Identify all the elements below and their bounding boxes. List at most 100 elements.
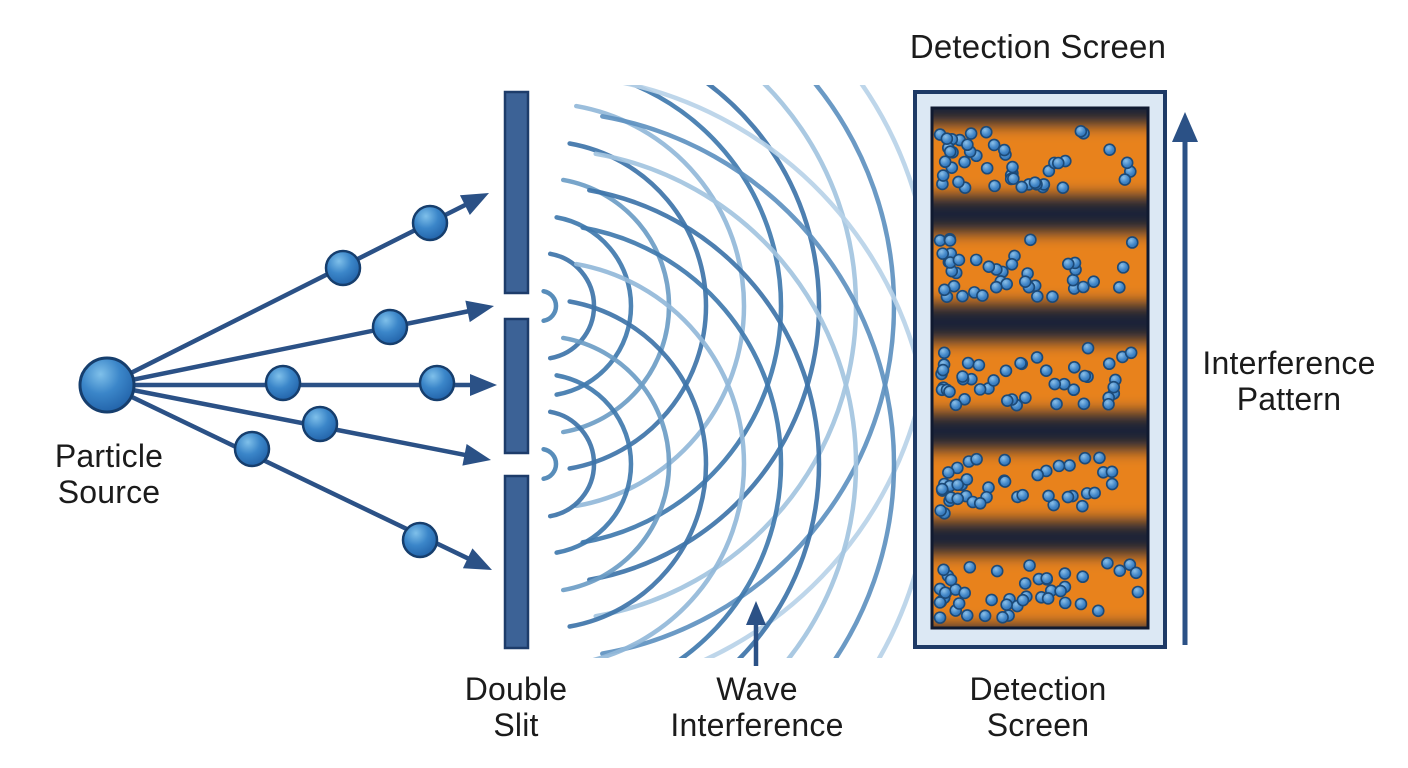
particle-impact-dot xyxy=(956,289,969,303)
particle-impact-dot xyxy=(938,283,951,297)
particle-ray-arrowhead xyxy=(470,374,497,396)
particle-impact-dot xyxy=(960,609,974,622)
particle-impact-dot xyxy=(1061,257,1075,271)
double-slit-barrier xyxy=(503,90,530,650)
barrier-segment xyxy=(503,90,530,295)
particle-impact-dot xyxy=(1063,459,1076,472)
wave-arc-slit1 xyxy=(600,85,897,656)
particle-impact-dot xyxy=(1031,290,1044,303)
particle-impact-dot xyxy=(973,497,987,510)
particle-impact-dot xyxy=(1030,351,1044,364)
particle-impact-dot xyxy=(1129,566,1143,580)
particle-impact-dot xyxy=(1066,273,1080,287)
wave-arc-slit1 xyxy=(541,288,559,324)
particle-impact-dot xyxy=(1074,125,1088,138)
pattern-arrow-head xyxy=(1172,112,1198,142)
particle-impact-dot xyxy=(937,346,951,360)
particle-impact-dot xyxy=(1019,391,1032,404)
particle-impact-dot xyxy=(1039,364,1053,377)
particle-rays xyxy=(105,193,497,570)
particle-impact-dot xyxy=(1007,172,1020,186)
particle-impact-dot xyxy=(990,564,1004,578)
particle-impact-dot xyxy=(982,260,996,273)
particle-impact-dot xyxy=(936,363,950,377)
wave-interference-arcs xyxy=(541,85,914,658)
particle-impact-dot xyxy=(1105,465,1119,479)
particle-impact-dot xyxy=(958,586,972,600)
particle-impact-dot xyxy=(963,560,977,574)
particle-impact-dot xyxy=(1105,477,1119,491)
particle-impact-dot xyxy=(952,597,966,610)
label-particle-source: Particle Source xyxy=(54,438,164,510)
particle-impact-dot xyxy=(936,247,950,260)
particle-impact-dot xyxy=(1048,377,1062,391)
particle-impact-dot xyxy=(1023,559,1036,572)
screen-interior xyxy=(932,108,1148,628)
particle-impact-dot xyxy=(998,453,1012,467)
particle-impact-dot xyxy=(1074,597,1088,611)
wave-arc-slit1 xyxy=(580,85,784,545)
particle-impact-dot xyxy=(937,563,950,577)
particle-impact-dot xyxy=(1058,567,1072,580)
particle-impact-dot xyxy=(1124,346,1138,360)
particle-impact-dot xyxy=(1125,236,1139,249)
particle-impact-dot xyxy=(960,473,974,486)
particle-impact-dot xyxy=(1067,361,1081,374)
particle-impact-dot xyxy=(989,280,1003,294)
particle-sphere xyxy=(401,521,439,559)
particle-impact-dot xyxy=(1078,369,1092,383)
particle-impact-dot xyxy=(970,452,983,466)
wave-arc-slit2 xyxy=(593,151,859,658)
particle-impact-dot xyxy=(936,169,950,182)
wave-arc-slit2 xyxy=(580,225,784,658)
particle-impact-dot xyxy=(978,609,992,623)
particle-impact-dot xyxy=(1076,570,1090,584)
particle-ray-arrowhead xyxy=(465,300,494,323)
particle-sphere xyxy=(264,364,302,402)
particle-impact-dot xyxy=(939,586,952,600)
wave-arc-slit2 xyxy=(574,261,747,658)
label-double-slit: Double Slit xyxy=(464,671,568,743)
particle-impact-dot xyxy=(969,253,983,267)
label-detection-screen-top: Detection Screen xyxy=(909,28,1167,65)
particle-impact-dot xyxy=(999,364,1013,378)
particle-impact-dot xyxy=(938,155,952,169)
particle-impact-dot xyxy=(1091,604,1105,618)
wave-arc-slit1 xyxy=(567,141,709,471)
wave-arc-slit2 xyxy=(600,114,897,658)
particle-impact-dot xyxy=(1081,341,1095,355)
particle-impact-dot xyxy=(973,383,987,396)
particle-impact-dot xyxy=(958,392,971,406)
particle-impact-dot xyxy=(998,475,1012,488)
particle-impact-dot xyxy=(956,370,969,383)
particle-impact-dot xyxy=(1031,468,1044,482)
label-detection-screen-bottom: Detection Screen xyxy=(969,671,1107,743)
particle-impact-dot xyxy=(1116,261,1130,274)
particle-impact-dot xyxy=(958,155,971,169)
particle-impact-dot xyxy=(1101,556,1114,570)
label-wave-interference: Wave Interference xyxy=(670,671,844,743)
wave-interference-pointer-arrow xyxy=(746,601,766,666)
interference-pattern-arrow xyxy=(1172,112,1198,645)
particle-impact-dot xyxy=(972,358,986,372)
particle-impact-dot xyxy=(943,145,957,159)
particle-impact-dot xyxy=(980,161,994,175)
particle-impact-dot xyxy=(951,478,965,492)
particle-impact-dot xyxy=(961,138,974,152)
particle-impact-dot xyxy=(1006,160,1019,174)
particle-impact-dot xyxy=(1005,258,1019,271)
particle-impact-dot xyxy=(1028,176,1042,189)
particle-sphere xyxy=(371,308,409,346)
wave-arc-slit2 xyxy=(547,409,597,519)
particle-impact-dot xyxy=(1067,383,1081,397)
particle-ray-line xyxy=(105,199,473,388)
barrier-segment xyxy=(503,317,530,455)
particle-impact-dot xyxy=(976,289,989,302)
particle-impact-dot xyxy=(1078,451,1092,465)
screen-inner-border xyxy=(930,106,1150,630)
wave-arc-slit2 xyxy=(567,299,709,629)
particle-impact-dot xyxy=(979,125,993,139)
particle-impact-dot xyxy=(1000,277,1013,291)
